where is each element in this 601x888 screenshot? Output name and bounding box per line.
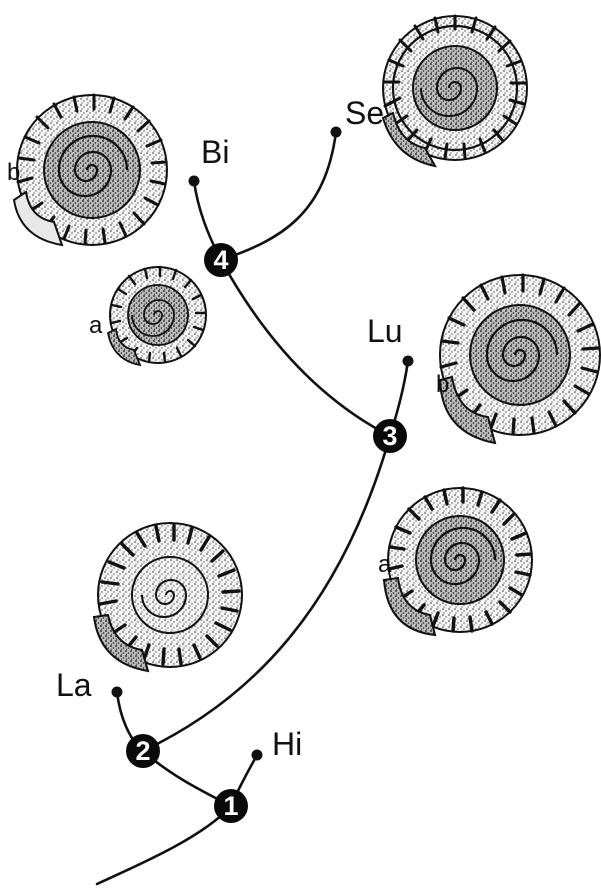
tip-dot-se <box>331 127 342 138</box>
tip-label-hi: Hi <box>272 726 302 762</box>
ammonite-lu-b-illustration <box>440 275 600 443</box>
ammonite-bi-a-illustration <box>108 267 206 365</box>
tip-dot-la <box>112 687 123 698</box>
fossil-label-lu-a: a <box>378 551 392 578</box>
node-2-label: 2 <box>135 736 150 766</box>
tip-label-la: La <box>56 667 92 703</box>
fossil-label-bi-b: b <box>7 159 20 186</box>
ammonite-se-illustration <box>383 16 527 166</box>
ammonite-bi-b-illustration <box>14 95 167 245</box>
node-2: 2 <box>126 734 160 768</box>
root-branch <box>97 806 231 884</box>
tip-label-se: Se <box>345 95 384 131</box>
ammonite-la-illustration <box>94 523 242 671</box>
node-4-label: 4 <box>213 245 228 275</box>
branch-node3-node4 <box>221 260 390 436</box>
ammonite-lu-a-illustration <box>384 488 532 635</box>
fossil-label-bi-a: a <box>89 312 103 339</box>
node-3-label: 3 <box>382 421 397 451</box>
tree-branches <box>97 132 408 884</box>
tip-label-bi: Bi <box>201 134 229 170</box>
tip-dot-bi <box>189 176 200 187</box>
tip-label-lu: Lu <box>367 313 403 349</box>
branch-se <box>221 132 336 260</box>
node-3: 3 <box>373 419 407 453</box>
fossil-label-lu-b: b <box>436 371 449 398</box>
node-1-label: 1 <box>223 791 238 821</box>
node-1: 1 <box>214 789 248 823</box>
tip-dot-lu <box>403 356 414 367</box>
node-4: 4 <box>204 243 238 277</box>
tip-dot-hi <box>252 750 263 761</box>
